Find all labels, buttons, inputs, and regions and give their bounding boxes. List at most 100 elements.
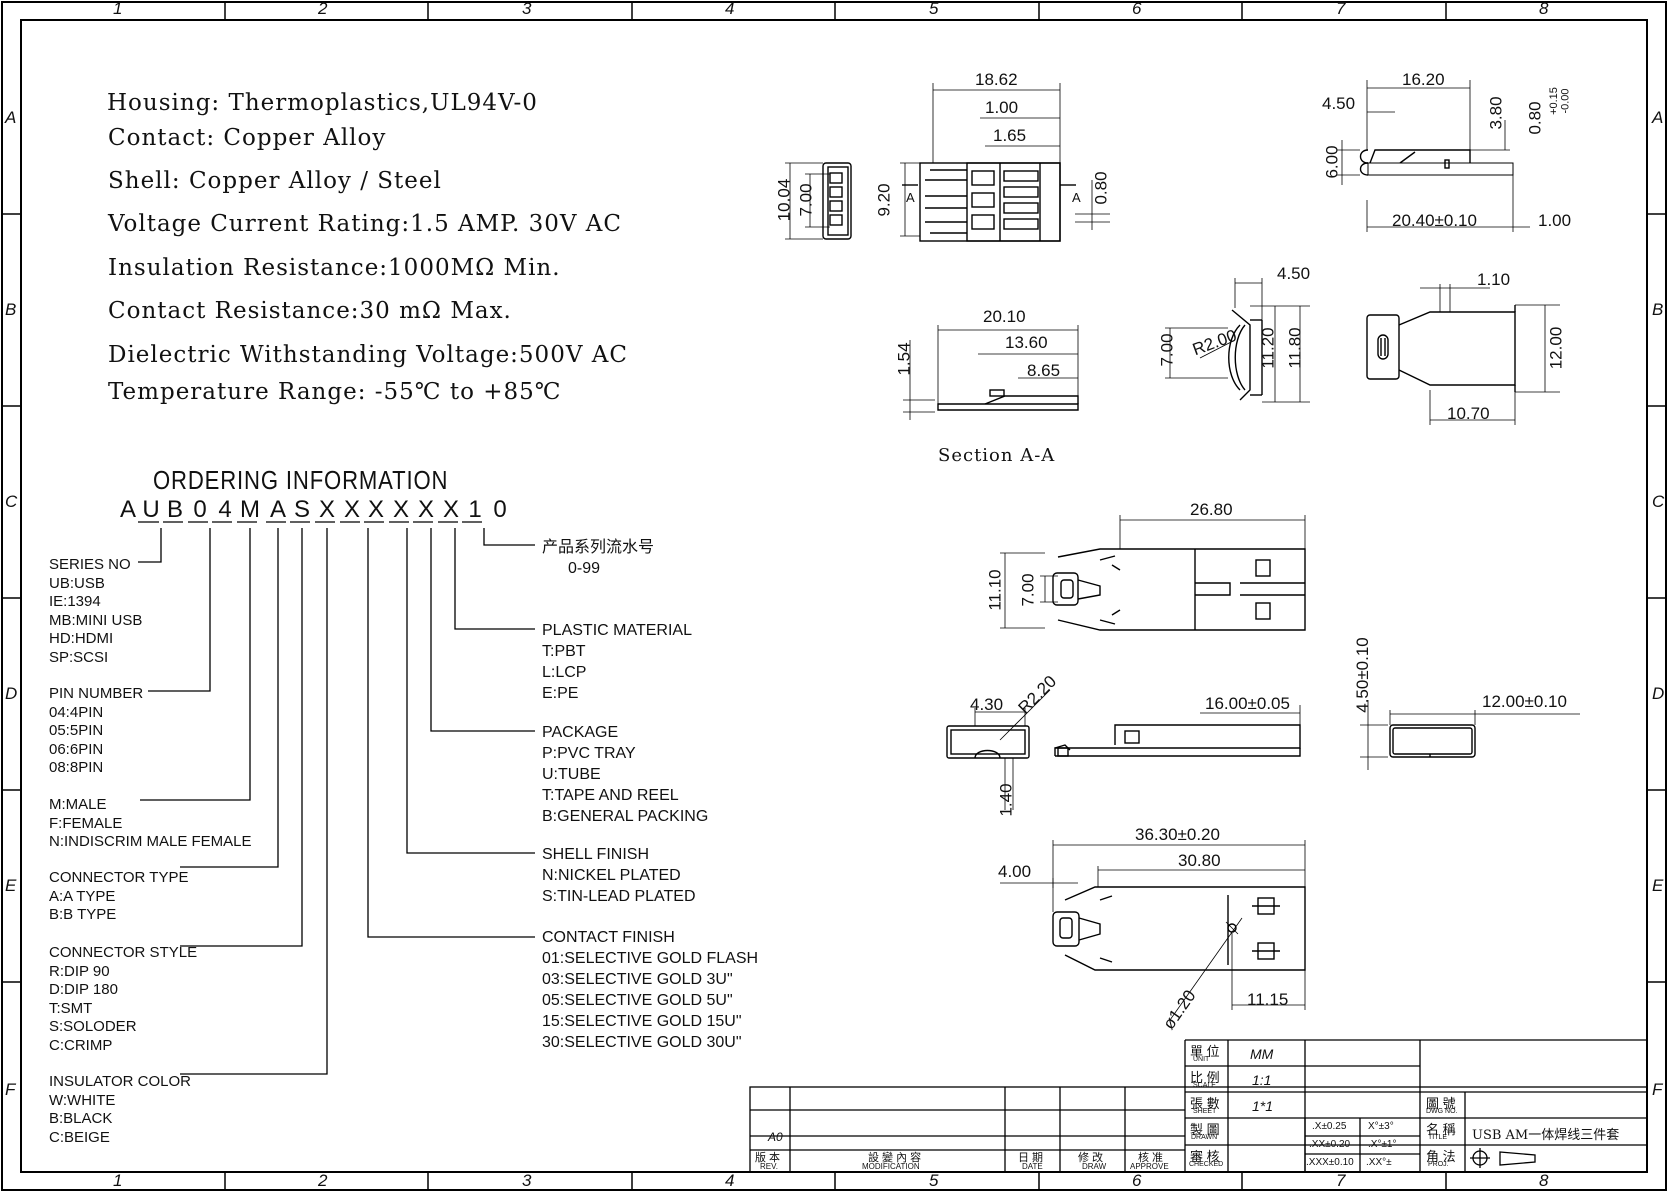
- code-letter: X: [442, 496, 459, 523]
- ordering-left-line: 05:5PIN: [49, 722, 104, 739]
- ordering-left-line: A:A TYPE: [49, 887, 116, 905]
- tb-date-sub: DATE: [1022, 1162, 1043, 1171]
- ordering-right-line: 03:SELECTIVE GOLD 3U": [542, 971, 733, 988]
- code-letter: B: [166, 496, 183, 523]
- ordering-left-line: C:BEIGE: [49, 1128, 110, 1146]
- spec-temperature: Temperature Range: -55℃ to +85℃: [108, 379, 562, 405]
- dim-tol-upper: +0.15: [1547, 87, 1560, 115]
- dim-tol-lower: -0.00: [1559, 88, 1572, 114]
- dim-7-00-c: 7.00: [1018, 573, 1038, 607]
- ordering-left-line: PIN NUMBER: [49, 685, 144, 702]
- spec-voltage: Voltage Current Rating:1.5 AMP. 30V AC: [108, 211, 623, 237]
- dim-1-10: 1.10: [1477, 270, 1511, 289]
- dim-1-00-b: 1.00: [1538, 211, 1572, 230]
- code-letter: X: [417, 496, 434, 523]
- dim-20-10: 20.10: [983, 307, 1026, 326]
- tb-scale-value: 1:1: [1252, 1072, 1272, 1088]
- code-letter: S: [293, 496, 310, 523]
- tb-unit-label: 單 位: [1190, 1044, 1220, 1059]
- tb-title-label: 名 稱: [1426, 1122, 1456, 1137]
- zone-row-d-right: D: [1652, 684, 1665, 703]
- dim-11-80: 11.80: [1285, 327, 1305, 369]
- dim-12-00-b: 12.00±0.10: [1482, 692, 1567, 711]
- tb-rev-value: A0: [768, 1130, 783, 1144]
- code-letter: 0: [493, 496, 507, 523]
- dim-4-50-a: 4.50: [1322, 94, 1356, 113]
- zone-col-3: 3: [522, 0, 532, 18]
- title-block-lines: [749, 1039, 1648, 1173]
- dim-36-30: 36.30±0.20: [1135, 825, 1220, 844]
- tb-drawn-label: 製 圖: [1190, 1122, 1220, 1137]
- side-profile-view: [1337, 80, 1530, 232]
- zone-col-8-bottom: 8: [1539, 1171, 1549, 1190]
- zone-col-6-bottom: 6: [1132, 1171, 1142, 1190]
- ordering-right-line: 15:SELECTIVE GOLD 15U": [542, 1013, 742, 1030]
- dim-7-00-b: 7.00: [1157, 333, 1177, 367]
- tb-drawn-sub: DRAWN: [1191, 1134, 1218, 1141]
- ordering-right-line: PLASTIC MATERIAL: [542, 622, 692, 639]
- ordering-left-line: S:SOLODER: [49, 1018, 137, 1035]
- ordering-right-line: T:PBT: [542, 643, 586, 660]
- ordering-left-line: D:DIP 180: [49, 981, 118, 998]
- ordering-right-line: P:PVC TRAY: [542, 745, 636, 762]
- code-letter: X: [343, 496, 360, 523]
- spec-shell: Shell: Copper Alloy / Steel: [108, 168, 442, 194]
- zone-col-7: 7: [1336, 0, 1346, 18]
- ordering-right-line: 0-99: [568, 560, 601, 577]
- crimp-side-view: [1165, 278, 1310, 403]
- code-letter: U: [142, 496, 160, 523]
- ordering-right-line: S:TIN-LEAD PLATED: [542, 888, 696, 905]
- ordering-left-line: UB:USB: [49, 574, 105, 592]
- tb-dwg-sub: DWG NO.: [1426, 1108, 1458, 1115]
- tb-title-value: USB AM一体焊线三件套: [1472, 1128, 1620, 1143]
- dim-4-50-c: 4.50±0.10: [1352, 637, 1372, 713]
- tb-checked-label: 審 核: [1190, 1149, 1220, 1164]
- dim-4-30: 4.30: [970, 695, 1004, 714]
- zone-row-a-right: A: [1652, 108, 1664, 127]
- zone-col-7-bottom: 7: [1336, 1171, 1346, 1190]
- zone-row-b: B: [5, 300, 17, 319]
- ordering-left-line: N:INDISCRIM MALE FEMALE: [49, 833, 252, 850]
- section-label: Section A-A: [938, 445, 1056, 466]
- ordering-left-line: INSULATOR COLOR: [49, 1073, 191, 1090]
- zone-col-3-bottom: 3: [522, 1171, 532, 1190]
- ordering-left-line: 06:6PIN: [49, 740, 104, 758]
- ordering-right-line: T:TAPE AND REEL: [542, 787, 679, 804]
- ordering-left-line: SERIES NO: [49, 556, 131, 573]
- dim-11-20: 11.20: [1258, 327, 1278, 369]
- tb-sheet-label: 張 數: [1190, 1096, 1220, 1111]
- tb-tol-1: .X±0.25: [1312, 1121, 1347, 1132]
- spec-insulation: Insulation Resistance:1000MΩ Min.: [108, 255, 561, 281]
- ordering-left-line: T:SMT: [49, 999, 93, 1017]
- zone-col-2: 2: [318, 0, 328, 18]
- ordering-right-line: 产品系列流水号: [542, 539, 655, 556]
- tb-proj-label: 角 法: [1426, 1149, 1456, 1164]
- ordering-right-line: SHELL FINISH: [542, 846, 649, 863]
- zone-row-d: D: [5, 684, 18, 703]
- ordering-right-line: N:NICKEL PLATED: [542, 867, 681, 884]
- ordering-left-line: W:WHITE: [49, 1091, 116, 1109]
- ordering-right-line: U:TUBE: [542, 766, 601, 783]
- dim-16-20: 16.20: [1402, 70, 1445, 89]
- full-assembly-view: [1000, 840, 1306, 1021]
- zone-row-f-right: F: [1652, 1080, 1663, 1099]
- ordering-right-line: 30:SELECTIVE GOLD 30U": [542, 1034, 742, 1051]
- tb-checked-sub: CHECKED: [1189, 1161, 1224, 1168]
- tb-draw-label: 修 改: [1078, 1152, 1104, 1164]
- section-marker-left: A: [906, 190, 915, 205]
- ordering-left-line: SP:SCSI: [49, 648, 109, 666]
- tb-sheet-sub: SHEET: [1193, 1108, 1217, 1115]
- zone-col-8: 8: [1539, 0, 1549, 18]
- zone-col-4: 4: [725, 0, 735, 18]
- zone-row-c-right: C: [1652, 492, 1665, 511]
- ordering-right-line: E:PE: [542, 685, 579, 702]
- ordering-right-line: PACKAGE: [542, 724, 619, 741]
- tb-dwg-label: 圖 號: [1426, 1096, 1456, 1111]
- dim-1-40: 1.40: [996, 783, 1016, 817]
- ordering-right-line: CONTACT FINISH: [542, 929, 675, 946]
- tb-ang-3: .XX°±: [1366, 1157, 1392, 1168]
- dim-13-60: 13.60: [1005, 333, 1048, 352]
- dim-30-80: 30.80: [1178, 851, 1221, 870]
- zone-col-1: 1: [113, 0, 123, 18]
